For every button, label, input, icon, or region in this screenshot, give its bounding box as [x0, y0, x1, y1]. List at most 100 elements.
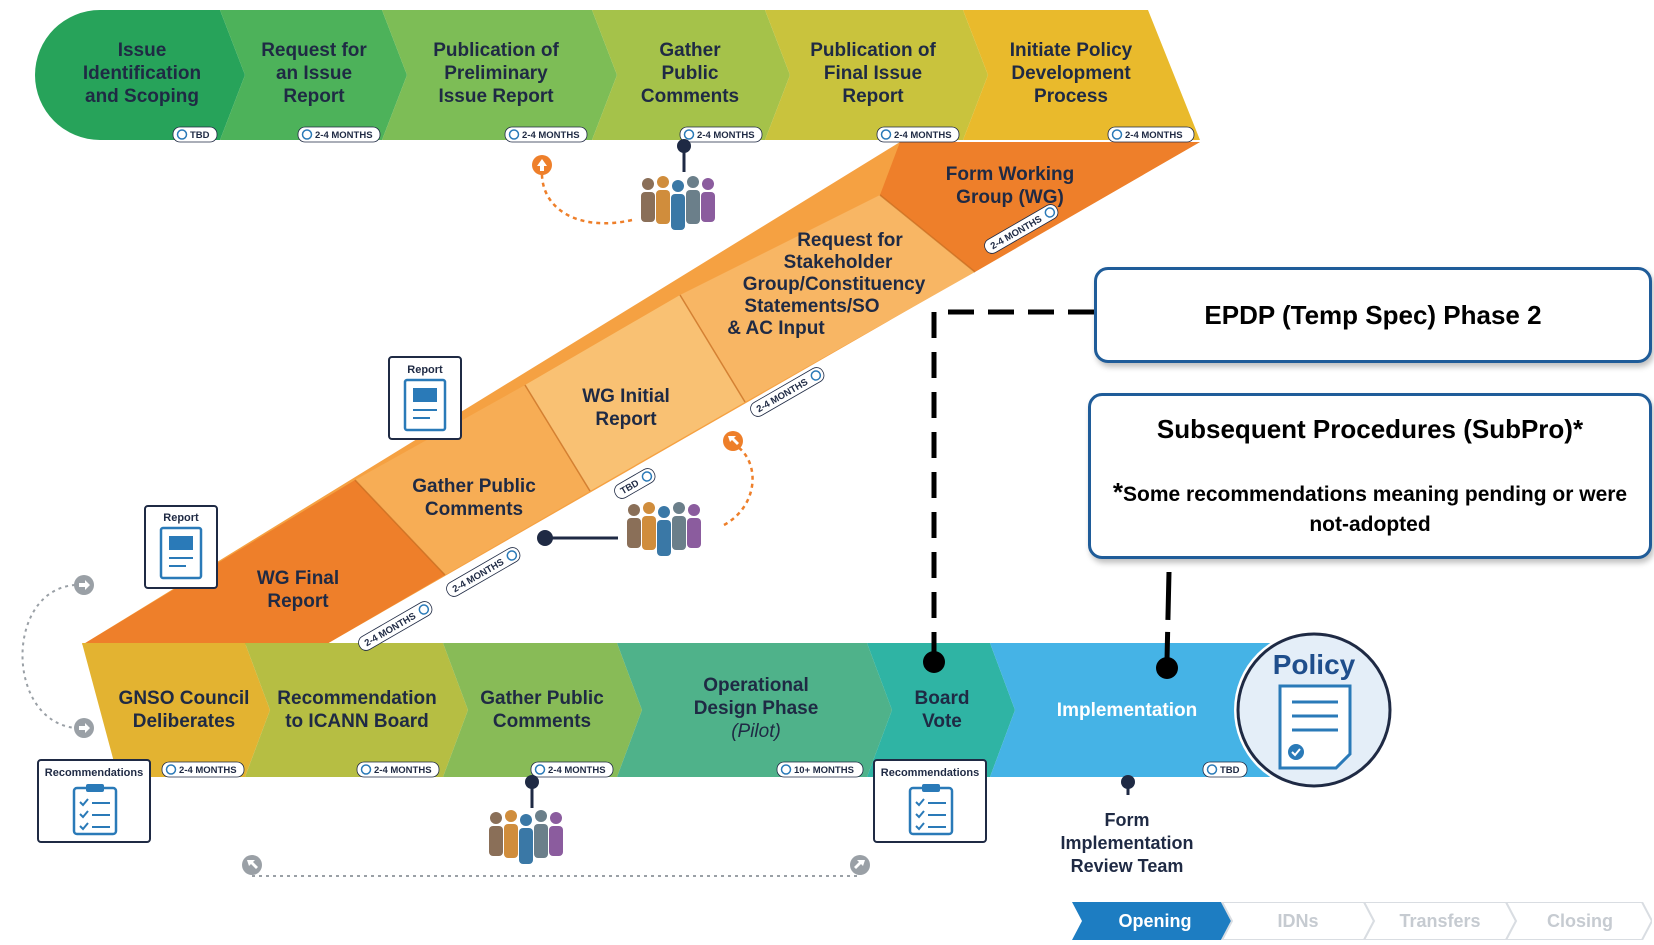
duration-badge: TBD	[1202, 761, 1248, 778]
svg-text:TBD: TBD	[190, 130, 210, 141]
nav-step-opening-shape[interactable]	[1072, 902, 1232, 940]
row1-stage-3	[382, 10, 617, 140]
row2-shade-2	[680, 195, 975, 402]
svg-text:2-4 MONTHS: 2-4 MONTHS	[894, 130, 952, 141]
svg-text:Recommendations: Recommendations	[881, 767, 979, 779]
epdp-callout-text: EPDP (Temp Spec) Phase 2	[1204, 300, 1542, 330]
report-doc-icon	[159, 526, 203, 580]
svg-text:Policy: Policy	[1273, 649, 1356, 680]
epdp-callout: EPDP (Temp Spec) Phase 2	[1094, 267, 1652, 363]
row1-stage-6	[963, 10, 1200, 140]
loop-left	[21, 575, 94, 738]
report-card: Report	[144, 505, 218, 589]
row1-stage-4	[592, 10, 790, 140]
row1-stage-2	[220, 10, 407, 140]
row2-shade-1	[880, 142, 1200, 272]
nav-step-closing[interactable]: Closing	[1547, 911, 1613, 931]
svg-text:2-4 MONTHS: 2-4 MONTHS	[522, 130, 580, 141]
duration-badge: 2-4 MONTHS	[504, 126, 588, 143]
recommendations-card: Recommendations	[873, 759, 987, 843]
nav-step-idns-shape[interactable]	[1220, 902, 1376, 940]
duration-badge: 2-4 MONTHS	[1107, 126, 1195, 143]
svg-text:10+ MONTHS: 10+ MONTHS	[794, 765, 854, 776]
row3-stage-4	[617, 643, 892, 777]
duration-badge: 2-4 MONTHS	[161, 761, 245, 778]
row3-stage-3	[443, 643, 642, 777]
duration-badge: 2-4 MONTHS	[356, 761, 440, 778]
row3-stage-2	[245, 643, 468, 777]
callout-connectors	[923, 309, 1178, 679]
public-comment-group-bottom	[242, 775, 870, 877]
row2-shade-3	[525, 295, 745, 491]
report-card: Report	[388, 356, 462, 440]
row3-stage-6	[990, 643, 1290, 777]
duration-badge: TBD	[172, 126, 218, 143]
svg-text:2-4 MONTHS: 2-4 MONTHS	[374, 765, 432, 776]
nav-step-closing-shape[interactable]	[1504, 902, 1652, 940]
svg-text:Report: Report	[407, 364, 443, 376]
svg-text:Report: Report	[163, 512, 199, 524]
row2-shade-4	[355, 385, 590, 575]
row3-badges: 2-4 MONTHS 2-4 MONTHS 2-4 MONTHS 10+ MON…	[161, 761, 1248, 778]
row2-shade-5	[82, 480, 445, 645]
subpro-callout-title: Subsequent Procedures (SubPro)*	[1156, 414, 1584, 444]
duration-badge: 2-4 MONTHS	[876, 126, 960, 143]
people-group-icon	[641, 176, 715, 230]
row3-stage-1	[82, 643, 270, 777]
row3-stage-5	[867, 643, 1015, 777]
duration-badge: 2-4 MONTHS	[297, 126, 381, 143]
svg-text:2-4 MONTHS: 2-4 MONTHS	[697, 130, 755, 141]
subpro-callout-note: *Some recommendations meaning pending or…	[1112, 477, 1628, 536]
nav-step-transfers-shape[interactable]	[1362, 902, 1518, 940]
svg-text:2-4 MONTHS: 2-4 MONTHS	[548, 765, 606, 776]
nav-step-idns[interactable]: IDNs	[1277, 911, 1319, 931]
svg-text:2-4 MONTHS: 2-4 MONTHS	[1125, 130, 1183, 141]
row-3-stages	[82, 643, 1290, 777]
svg-text:Recommendations: Recommendations	[45, 767, 143, 779]
public-comment-group-middle	[537, 431, 754, 556]
svg-text:2-4 MONTHS: 2-4 MONTHS	[315, 130, 373, 141]
row1-badges: TBD 2-4 MONTHS 2-4 MONTHS 2-4 MONTHS 2-4…	[172, 126, 1195, 143]
svg-text:2-4 MONTHS: 2-4 MONTHS	[179, 765, 237, 776]
row1-stage-1	[35, 10, 245, 140]
row1-stage-5	[765, 10, 988, 140]
section-progress-nav: Opening IDNs Transfers Closing	[1072, 902, 1652, 940]
nav-step-transfers[interactable]: Transfers	[1399, 911, 1481, 931]
svg-text:Implementation: Implementation	[1057, 700, 1197, 721]
duration-badge: 10+ MONTHS	[776, 761, 864, 778]
policy-document-icon	[1278, 684, 1352, 770]
duration-badge: 2-4 MONTHS	[679, 126, 763, 143]
nav-step-opening[interactable]: Opening	[1118, 911, 1192, 931]
row-2-stages	[82, 142, 1200, 645]
subpro-callout: Subsequent Procedures (SubPro)* *Some re…	[1088, 393, 1652, 559]
recommendations-card: Recommendations	[37, 759, 151, 843]
report-doc-icon	[403, 378, 447, 432]
people-group-icon	[489, 810, 563, 864]
svg-text:TBD: TBD	[1220, 765, 1240, 776]
public-comment-group-top	[532, 139, 715, 230]
policy-badge: Policy	[1234, 630, 1394, 790]
duration-badge: 2-4 MONTHS	[530, 761, 614, 778]
